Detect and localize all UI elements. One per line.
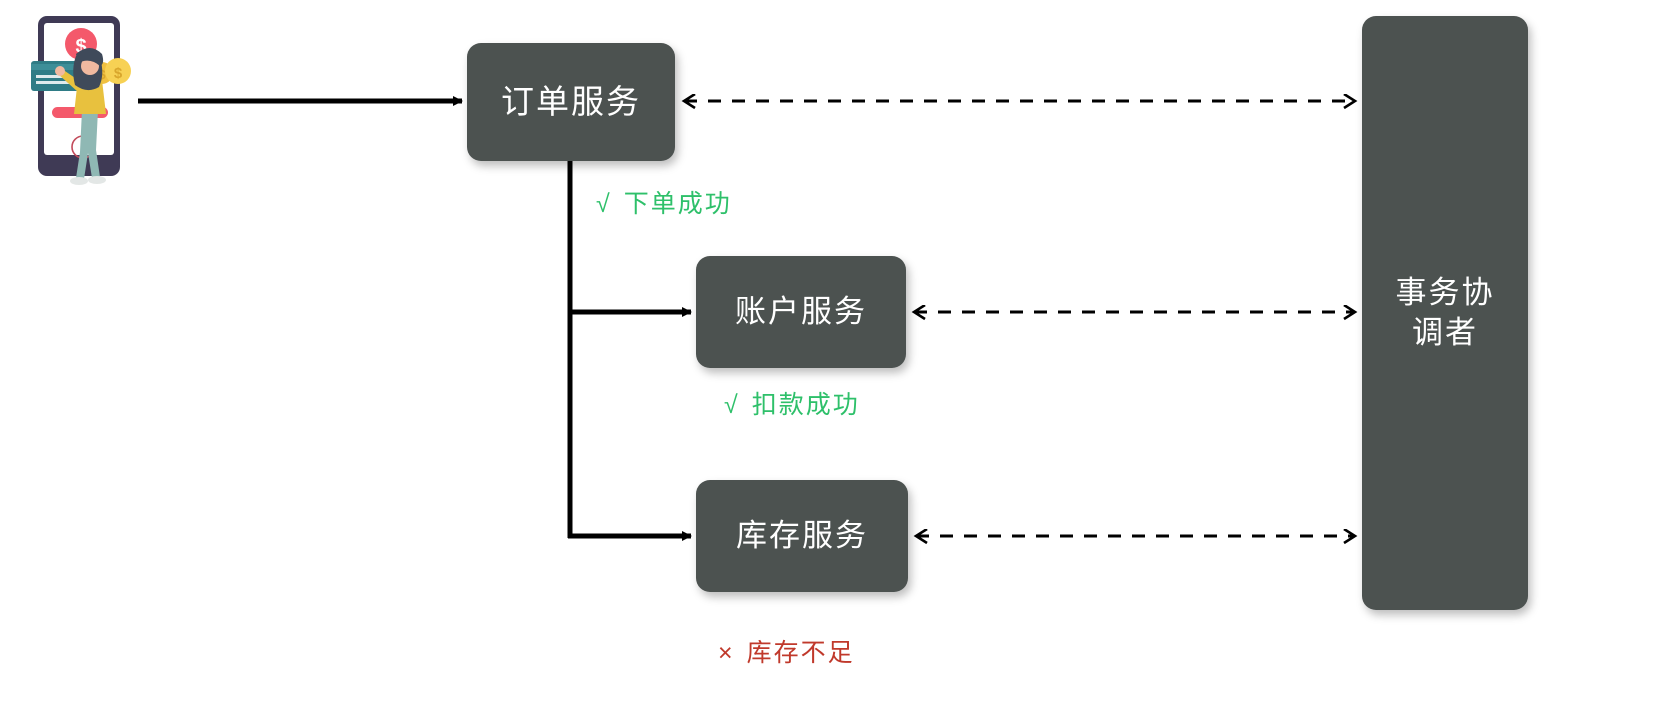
coin-symbol-back: $	[98, 67, 106, 82]
node-account-service-label: 账户服务	[735, 294, 867, 330]
status-badge-inventory-failure-label: 库存不足	[746, 639, 855, 667]
node-transaction-coordinator-label: 事务协 调者	[1395, 275, 1495, 350]
person-legs	[76, 110, 100, 179]
node-order-service[interactable]: 订单服务	[467, 43, 675, 161]
status-badge-inventory-failure: × 库存不足	[718, 633, 855, 669]
person-shoe-right	[88, 176, 106, 184]
credit-card-stripe-1	[36, 75, 70, 78]
coin-symbol-front: $	[114, 65, 123, 82]
status-badge-account-success-label: 扣款成功	[751, 391, 860, 419]
node-inventory-service-label: 库存服务	[736, 518, 868, 554]
node-order-service-label: 订单服务	[501, 82, 641, 120]
node-account-service[interactable]: 账户服务	[696, 256, 906, 368]
node-transaction-coordinator[interactable]: 事务协 调者	[1362, 16, 1528, 610]
check-icon: √	[724, 391, 740, 419]
credit-card-stripe-2	[36, 81, 70, 84]
cross-icon: ×	[718, 639, 735, 667]
person-arm	[58, 69, 81, 92]
check-icon: √	[596, 190, 612, 218]
person-hair-top	[76, 48, 104, 66]
node-inventory-service[interactable]: 库存服务	[696, 480, 908, 592]
mobile-payment-illustration: $ $ $	[31, 16, 131, 185]
person-hand	[55, 66, 65, 76]
dollar-badge-symbol: $	[75, 36, 86, 58]
status-badge-order-success: √ 下单成功	[596, 184, 732, 220]
person-shoe-left	[70, 177, 88, 185]
status-badge-account-success: √ 扣款成功	[724, 385, 860, 421]
status-badge-order-success-label: 下单成功	[623, 190, 732, 218]
coin-icon-front	[105, 58, 131, 84]
